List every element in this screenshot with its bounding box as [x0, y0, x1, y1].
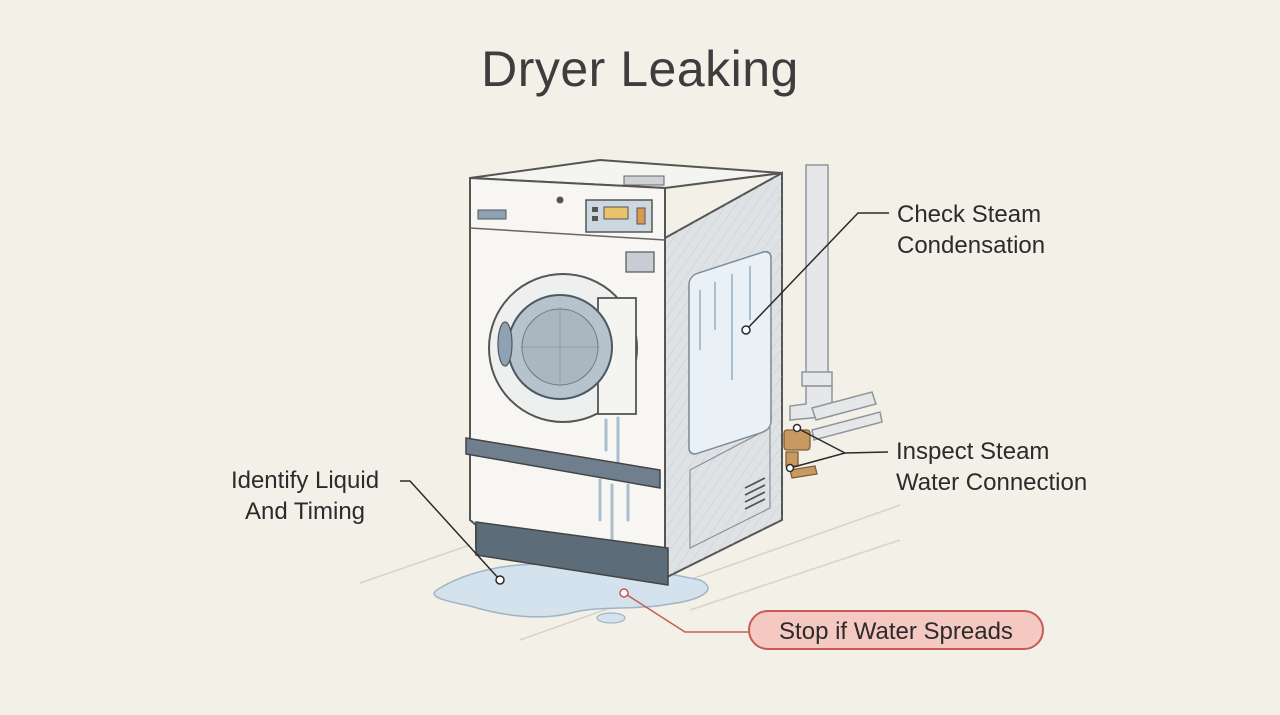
callout-line: And Timing [244, 498, 366, 525]
floor-lines [359, 504, 901, 641]
callout-line: Inspect Steam [896, 438, 1050, 465]
leader-lines [400, 212, 889, 633]
water-drop [596, 612, 626, 624]
callout-line: Water Connection [896, 469, 1088, 496]
callout-steam-connection: Inspect Steam Water Connection [896, 436, 1087, 498]
warning-badge: Stop if Water Spreads [748, 610, 1044, 650]
callout-identify-liquid: Identify Liquid And Timing [210, 465, 400, 527]
brass-valve [783, 429, 818, 479]
leader-identify [400, 480, 501, 581]
page-title: Dryer Leaking [481, 41, 799, 97]
leader-warning [623, 592, 748, 633]
callout-line: Identify Liquid [230, 467, 380, 494]
condensation-drips [699, 266, 751, 380]
callout-line: Condensation [897, 232, 1046, 259]
steam-pipe [789, 164, 883, 441]
indicator-slot [477, 209, 507, 220]
leader-dots [495, 325, 802, 598]
leader-steam-condensation [745, 212, 889, 331]
condensation-panel [688, 250, 772, 455]
door-handle [497, 321, 513, 367]
dryer-base [475, 521, 669, 586]
vent-grille [744, 477, 766, 510]
power-dot [556, 196, 564, 204]
kick-bar [465, 437, 661, 489]
callout-line: Check Steam [897, 201, 1042, 228]
door-drips [598, 416, 630, 542]
callout-steam-condensation: Check Steam Condensation [897, 199, 1045, 261]
